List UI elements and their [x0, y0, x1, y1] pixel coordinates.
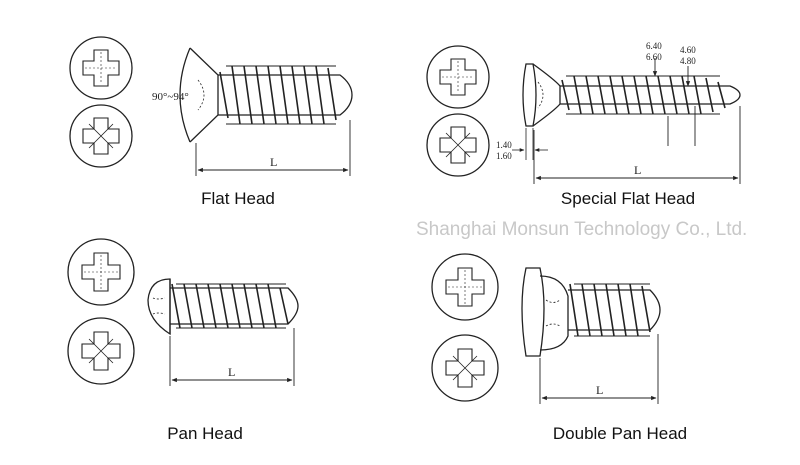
special-flat-head-dim-b-top: 4.60 [680, 45, 696, 55]
special-flat-head-screw [512, 58, 741, 184]
double-pan-head-screw [521, 267, 661, 404]
special-flat-head-dim-a-top: 6.40 [646, 41, 662, 51]
flat-head-caption: Flat Head [201, 189, 275, 208]
pan-head-pozi-icon [67, 317, 135, 385]
special-flat-head-dim-c-top: 1.40 [496, 140, 512, 150]
pan-head-length-label: L [228, 365, 235, 379]
special-flat-head-pozi-icon [426, 113, 490, 177]
flat-head-pozi-icon [69, 104, 133, 168]
pan-head-phillips-icon [67, 238, 135, 306]
double-pan-head-phillips-icon [431, 253, 499, 321]
pan-head-screw [147, 278, 299, 386]
flat-head-panel: 90°~94° L [69, 36, 353, 176]
special-flat-head-caption: Special Flat Head [560, 189, 696, 208]
special-flat-head-panel: 6.40 6.60 4.60 4.80 1.40 1.60 L [426, 41, 741, 184]
double-pan-head-pozi-icon [431, 334, 499, 402]
pan-head-caption: Pan Head [167, 424, 243, 443]
special-flat-head-dim-a-bottom: 6.60 [646, 52, 662, 62]
double-pan-head-length-label: L [596, 383, 603, 397]
pan-head-panel: L [67, 238, 299, 386]
flat-head-phillips-icon [69, 36, 133, 100]
flat-head-length-label: L [270, 155, 277, 169]
flat-head-screw [179, 47, 353, 176]
special-flat-head-dim-c-bottom: 1.60 [496, 151, 512, 161]
special-flat-head-dim-b-bottom: 4.80 [680, 56, 696, 66]
company-watermark: Shanghai Monsun Technology Co., Ltd. [416, 219, 748, 240]
special-flat-head-length-label: L [634, 163, 641, 177]
special-flat-head-phillips-icon [426, 45, 490, 109]
double-pan-head-panel: L [431, 253, 661, 404]
double-pan-head-caption: Double Pan Head [552, 424, 688, 443]
flat-head-angle-label: 90°~94° [152, 91, 189, 103]
